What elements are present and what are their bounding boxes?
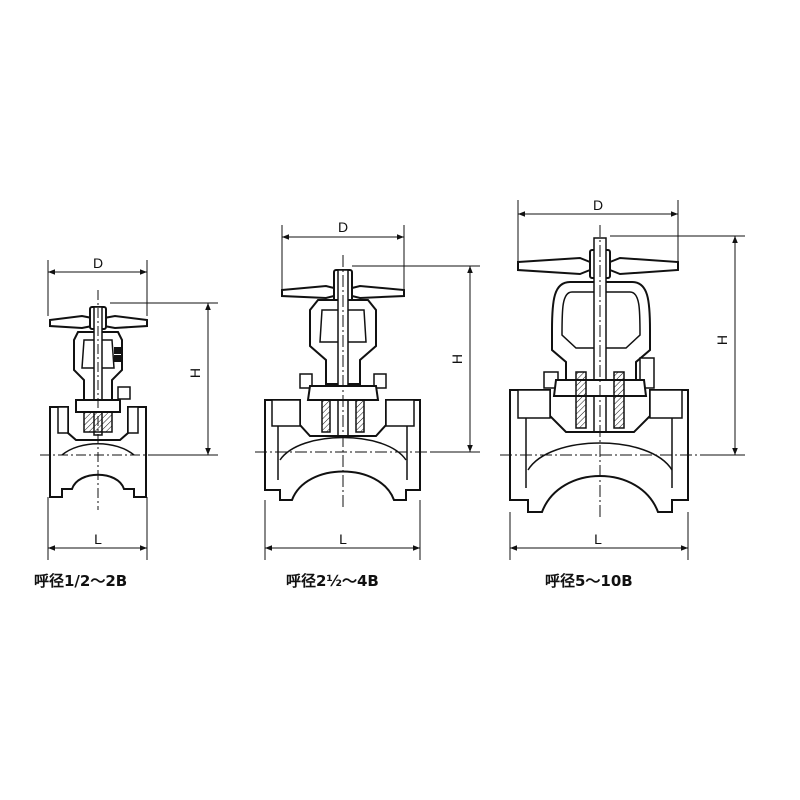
valve-large-label-l: L [594,531,602,547]
valve-large [500,225,700,520]
caption-medium: 呼径2½～4B [286,572,379,590]
valve-medium-label-d: D [338,219,348,235]
valve-medium-dimensions [264,225,480,560]
valve-medium [255,255,430,510]
valve-large-dimensions [509,200,745,560]
valve-large-label-h: H [714,335,730,345]
valve-small-label-l: L [94,531,102,547]
caption-small: 呼径1/2～2B [34,572,128,590]
valve-large-label-d: D [593,197,603,213]
valve-small-label-d: D [93,255,103,271]
valve-medium-label-h: H [449,354,465,364]
valve-medium-label-l: L [339,531,347,547]
valve-small-label-h: H [187,368,203,378]
caption-large: 呼径5～10B [545,572,633,590]
valve-small [40,290,160,510]
valve-small-dimensions [47,260,218,560]
